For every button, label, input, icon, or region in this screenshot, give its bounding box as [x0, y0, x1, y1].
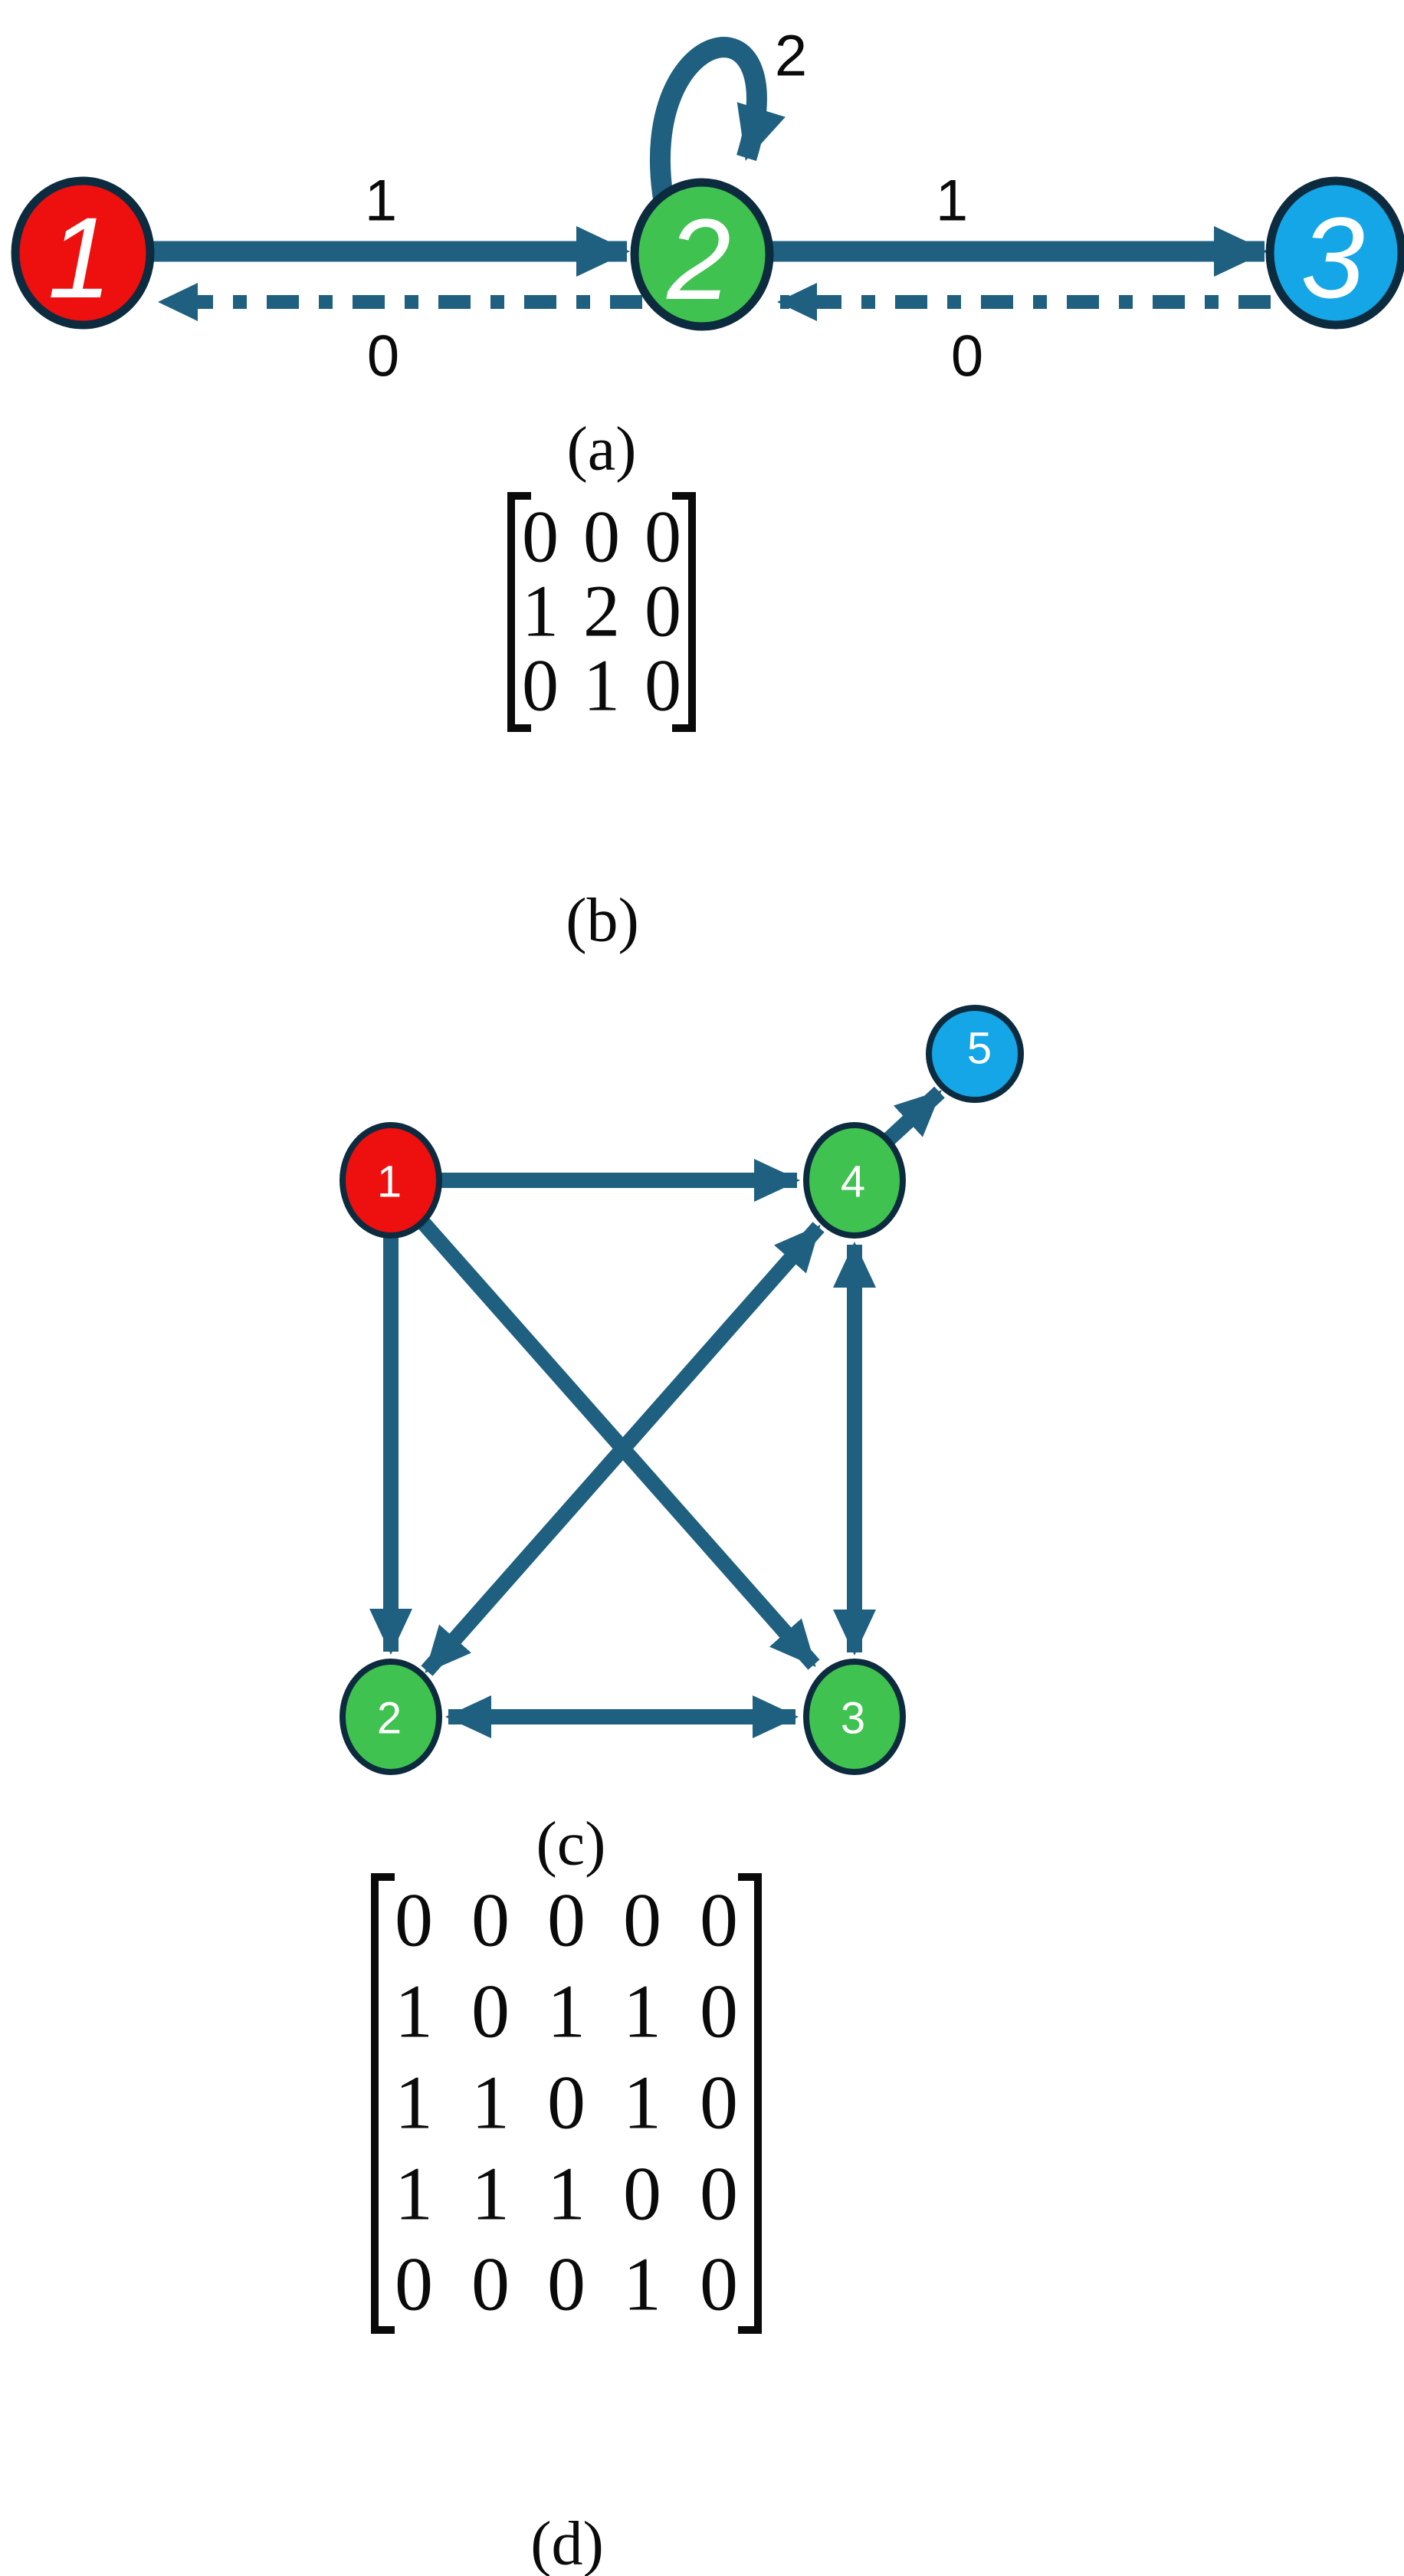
matrix-d-left-bracket [371, 1873, 395, 2334]
matrix-d-cell: 0 [395, 1878, 433, 1963]
matrix-d-cell: 0 [471, 1969, 510, 2054]
matrix-d-cell: 0 [547, 2060, 586, 2145]
node-c-3-label: 3 [841, 1694, 865, 1744]
matrix-b-cell: 0 [522, 496, 559, 578]
matrix-b-right-bracket [672, 492, 696, 732]
matrix-b: 0 0 0 1 2 0 0 1 0 (b) [507, 492, 696, 955]
node-c-5-label: 5 [967, 1024, 992, 1074]
matrix-d-cell: 1 [471, 2151, 510, 2236]
matrix-d-cell: 0 [547, 1878, 586, 1963]
matrix-d-cell: 1 [623, 1969, 661, 2054]
matrix-b-cell: 1 [522, 570, 559, 652]
matrix-d-cell: 1 [547, 2151, 586, 2236]
node-c-2 [340, 1659, 442, 1775]
caption-d: (d) [530, 2509, 604, 2576]
matrix-d-cell: 0 [395, 2242, 433, 2327]
matrix-d-cell: 1 [395, 2151, 433, 2236]
matrix-d-cell: 0 [623, 1878, 661, 1963]
matrix-d-cell: 0 [700, 1969, 738, 2054]
edge-a-3-2-weight: 0 [951, 324, 983, 389]
matrix-b-cell: 0 [583, 496, 620, 578]
node-a-3-label: 3 [1301, 193, 1364, 322]
matrix-b-cell: 0 [645, 496, 681, 578]
node-c-4-label: 4 [841, 1157, 865, 1207]
matrix-d-cell: 0 [471, 1878, 510, 1963]
matrix-d-cell: 0 [623, 2151, 661, 2236]
graph-a: 1 2 3 1 2 1 0 0 (a) [11, 24, 1404, 484]
graph-c: 1 2 3 4 5 (c) [340, 1005, 1024, 1879]
matrix-d: 0 0 0 0 0 1 0 1 1 0 1 1 0 1 0 1 1 1 0 0 … [371, 1873, 762, 2576]
matrix-d-cell: 0 [700, 2151, 738, 2236]
node-c-5 [926, 1005, 1024, 1103]
node-a-3 [1265, 176, 1404, 330]
edge-c-4-to-5 [882, 1086, 945, 1147]
node-c-2-label: 2 [377, 1694, 402, 1744]
matrix-d-cell: 1 [623, 2060, 661, 2145]
edge-a-1-2-weight: 1 [365, 169, 397, 234]
node-a-2 [630, 178, 774, 331]
matrix-b-cell: 1 [583, 645, 620, 727]
matrix-d-cell: 1 [623, 2242, 661, 2327]
caption-a: (a) [566, 414, 636, 484]
matrix-b-left-bracket [507, 492, 531, 732]
matrix-d-right-bracket [738, 1873, 762, 2334]
matrix-b-cell: 0 [645, 570, 681, 652]
edge-a-2-self-loop [649, 37, 786, 203]
node-c-3 [803, 1659, 906, 1775]
node-a-2-label: 2 [666, 195, 730, 323]
matrix-d-cell: 0 [700, 2060, 738, 2145]
matrix-d-cell: 1 [395, 1969, 433, 2054]
node-c-1 [340, 1122, 442, 1239]
node-a-1 [11, 176, 155, 330]
node-c-4 [803, 1122, 906, 1239]
caption-c: (c) [536, 1809, 605, 1879]
caption-b: (b) [566, 885, 639, 955]
matrix-b-cell: 0 [522, 645, 559, 727]
matrix-d-cell: 0 [471, 2242, 510, 2327]
matrix-d-cell: 0 [700, 1878, 738, 1963]
matrix-d-cell: 0 [700, 2242, 738, 2327]
matrix-d-cell: 1 [395, 2060, 433, 2145]
matrix-d-cell: 0 [547, 2242, 586, 2327]
matrix-d-cell: 1 [547, 1969, 586, 2054]
edge-a-2-1-weight: 0 [367, 324, 399, 389]
node-a-1-label: 1 [48, 193, 111, 322]
edge-c-4-to-2 [421, 1222, 825, 1676]
matrix-d-cell: 1 [471, 2060, 510, 2145]
edge-a-loop-weight: 2 [775, 24, 807, 89]
edge-a-2-3-weight: 1 [936, 169, 968, 234]
matrix-b-cell: 2 [583, 570, 620, 652]
node-c-1-label: 1 [377, 1157, 402, 1207]
matrix-b-cell: 0 [645, 645, 681, 727]
